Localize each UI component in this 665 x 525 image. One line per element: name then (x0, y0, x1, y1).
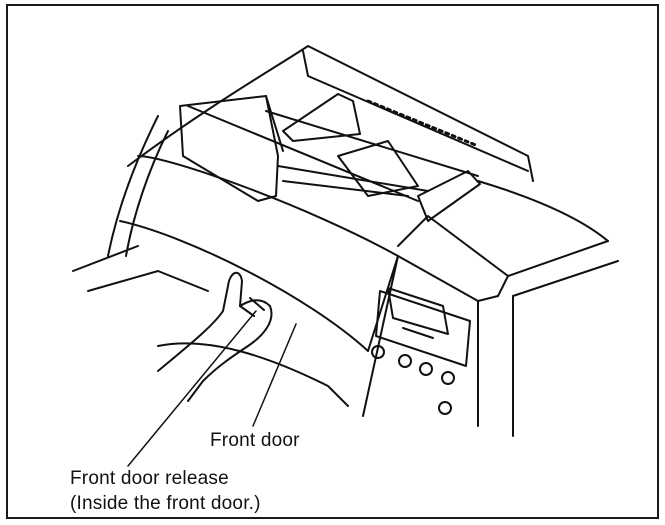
control-housing (397, 215, 509, 302)
hand-outline (157, 271, 273, 402)
output-tray (72, 245, 209, 292)
panel-button (398, 354, 412, 368)
display-window (387, 287, 449, 335)
top-vent-slots (366, 99, 480, 148)
tray-lines (277, 165, 429, 197)
panel-button (441, 371, 455, 385)
panel-button (438, 401, 452, 415)
tray-slot (337, 140, 419, 197)
body-left-inner (125, 130, 169, 257)
front-door-top (137, 155, 399, 257)
lid-back-edge (127, 45, 534, 182)
diagram-frame: Front door Front door release (Inside th… (6, 4, 659, 519)
hand-fingers (239, 297, 265, 317)
lid-rear-panel (302, 50, 529, 172)
body-left-edge (107, 115, 159, 257)
front-door-right (367, 255, 399, 352)
panel-button (419, 362, 433, 376)
front-door-bottom (119, 220, 369, 352)
control-housing-lower (397, 255, 479, 427)
callout-front-door-release: Front door release (70, 468, 229, 489)
callout-front-door-release-note: (Inside the front door.) (70, 493, 261, 514)
panel-button (371, 345, 385, 359)
card-slot (402, 327, 434, 339)
body-right-top (507, 240, 619, 297)
paper-guide-left-edge (265, 95, 284, 152)
leader-front-door (252, 323, 297, 427)
machine-illustration (72, 45, 619, 467)
panel-bezel (375, 290, 471, 367)
body-right-back (477, 180, 609, 242)
callout-front-door: Front door (210, 430, 300, 451)
control-housing-left (362, 255, 399, 417)
leader-release (127, 310, 257, 467)
output-tray-lower (157, 342, 349, 407)
paper-guide-right (282, 93, 361, 142)
paper-guide-back (417, 170, 481, 222)
tray-surface (187, 105, 479, 202)
paper-guide-left (179, 95, 279, 202)
